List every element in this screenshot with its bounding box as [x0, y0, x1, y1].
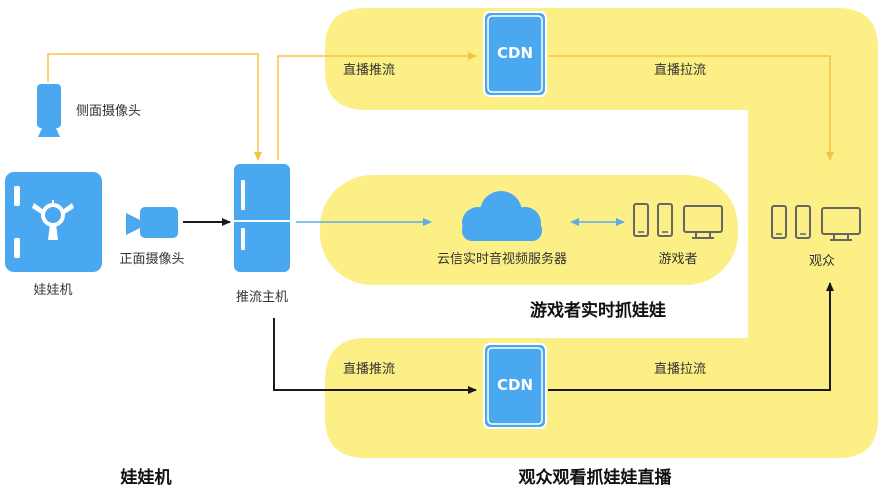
player-label: 游戏者 — [658, 252, 698, 267]
connections — [47, 52, 834, 394]
machine-section-title: 娃娃机 — [120, 468, 172, 488]
cloud-server-icon — [462, 191, 542, 241]
live-push-top-label: 直播推流 — [342, 63, 396, 78]
live-pull-bottom-label: 直播拉流 — [653, 362, 707, 377]
audience-highlight-band — [325, 8, 878, 458]
cdn-top-to-audience-arrow — [548, 55, 834, 161]
watch-section-title: 观众观看抓娃娃直播 — [518, 468, 672, 488]
side-camera-label: 侧面摄像头 — [76, 104, 142, 119]
realtime-section-title: 游戏者实时抓娃娃 — [530, 301, 666, 321]
side-camera-icon — [37, 84, 61, 137]
server-label: 云信实时音视频服务器 — [436, 252, 568, 267]
claw-machine-icon — [5, 172, 102, 272]
push-to-cdn-bottom-arrow — [273, 318, 477, 394]
live-pull-top-label: 直播拉流 — [653, 63, 707, 78]
side-camera-arrow — [47, 53, 262, 161]
cdn-bottom-to-audience-arrow — [548, 282, 834, 391]
audience-label: 观众 — [808, 254, 836, 269]
claw-machine-label: 娃娃机 — [33, 283, 73, 298]
push-host-label: 推流主机 — [235, 290, 289, 305]
cdn-bottom-label: CDN — [496, 376, 533, 394]
cdn-top-label: CDN — [496, 44, 533, 62]
push-host-icon — [234, 164, 290, 272]
cdn-top-icon — [483, 11, 547, 97]
push-to-cdn-top-arrow — [277, 52, 477, 160]
audience-devices-icon — [771, 205, 861, 241]
player-devices-icon — [633, 203, 723, 239]
front-camera-label: 正面摄像头 — [119, 252, 185, 267]
live-push-bottom-label: 直播推流 — [342, 362, 396, 377]
cdn-bottom-icon — [483, 343, 547, 429]
front-camera-icon — [126, 207, 178, 238]
